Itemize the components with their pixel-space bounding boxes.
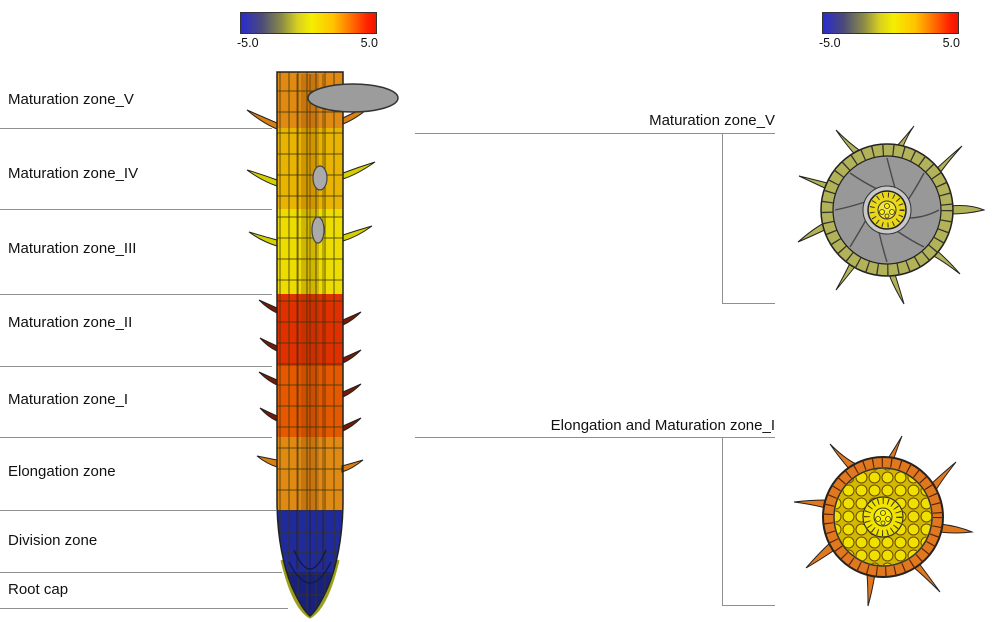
root-hairs xyxy=(246,103,376,473)
zone-line-2 xyxy=(0,209,272,210)
zone-label-elongation: Elongation zone xyxy=(8,463,116,480)
zone-label-maturation-iii: Maturation zone_III xyxy=(8,240,137,257)
zone-line-4 xyxy=(0,366,272,367)
root-cap-arc-1 xyxy=(288,561,332,584)
zone-line-6 xyxy=(0,510,276,511)
lateral-primordium-1 xyxy=(312,165,328,191)
colorbar-left-max: 5.0 xyxy=(360,36,378,50)
zone-label-division: Division zone xyxy=(8,532,98,549)
section-bottom-hairs xyxy=(793,435,974,607)
zone-label-root-cap: Root cap xyxy=(8,581,69,598)
zone-label-maturation-v: Maturation zone_V xyxy=(8,91,134,108)
section-bottom-vessels xyxy=(875,510,891,526)
lateral-primordium-2 xyxy=(311,216,325,244)
cross-section-maturation-v xyxy=(797,125,985,305)
section-top-cell-walls xyxy=(821,144,953,276)
colorbar-right xyxy=(822,12,959,34)
zone-label-maturation-ii: Maturation zone_II xyxy=(8,314,133,331)
root-zone-bands xyxy=(277,72,343,616)
section-bottom-stele-cells xyxy=(864,498,902,536)
connector-top-arm xyxy=(722,303,775,304)
zone-line-3 xyxy=(0,294,272,295)
lateral-root xyxy=(307,83,399,113)
section-top-cortex-walls xyxy=(834,157,940,263)
colorbar-left-min: -5.0 xyxy=(237,36,259,50)
section-top-stele-cells xyxy=(869,192,905,228)
zone-label-maturation-iv: Maturation zone_IV xyxy=(8,165,139,182)
connector-top-vertical xyxy=(722,133,723,303)
zone-line-7 xyxy=(0,572,282,573)
root-cap-arc-2 xyxy=(293,549,327,570)
colorbar-right-labels: -5.0 5.0 xyxy=(819,36,960,50)
section-label-top: Maturation zone_V xyxy=(649,112,775,129)
section-label-bottom: Elongation and Maturation zone_I xyxy=(550,417,775,434)
connector-bottom-vertical xyxy=(722,437,723,605)
zone-label-maturation-i: Maturation zone_I xyxy=(8,391,129,408)
root-longitudinal-diagram xyxy=(246,71,399,619)
colorbar-right-max: 5.0 xyxy=(942,36,960,50)
section-top-vessels xyxy=(879,203,895,219)
cross-section-elongation-maturation-i xyxy=(793,435,974,607)
zone-line-8 xyxy=(0,608,288,609)
root-cap-edge xyxy=(280,559,340,619)
section-bottom-cell-walls xyxy=(823,457,943,577)
colorbar-left xyxy=(240,12,377,34)
colorbar-right-min: -5.0 xyxy=(819,36,841,50)
zone-line-1 xyxy=(0,128,272,129)
colorbar-left-labels: -5.0 5.0 xyxy=(237,36,378,50)
connector-bottom-horizontal xyxy=(415,437,775,438)
root-outline xyxy=(276,71,344,617)
connector-bottom-arm xyxy=(722,605,775,606)
connector-top-horizontal xyxy=(415,133,775,134)
zone-line-5 xyxy=(0,437,272,438)
